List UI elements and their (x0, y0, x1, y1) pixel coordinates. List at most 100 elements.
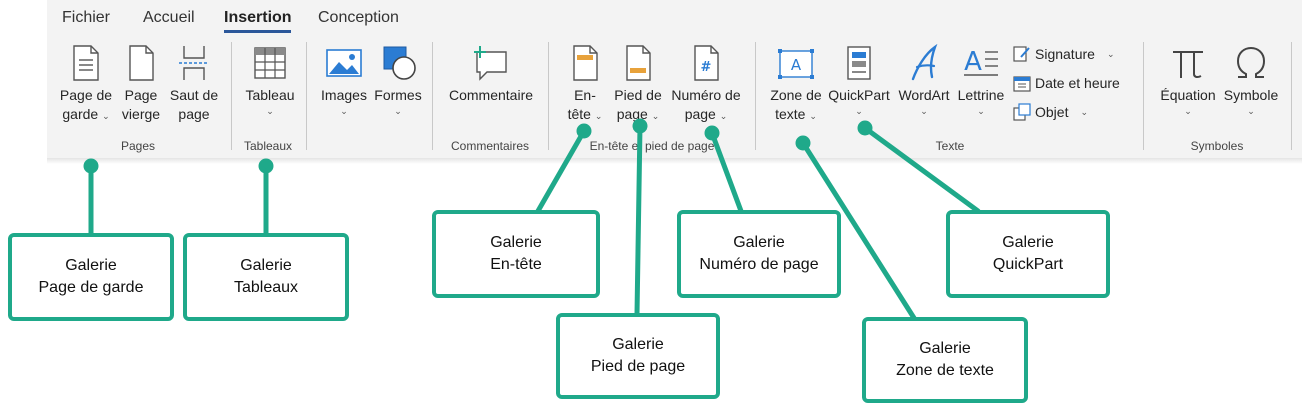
wordart-button[interactable]: WordArt ⌄ (893, 40, 955, 117)
callout-subtitle: En-tête (490, 256, 542, 273)
svg-text:A: A (964, 47, 982, 77)
wordart-label: WordArt (898, 87, 950, 103)
chevron-down-icon: ⌄ (1184, 106, 1192, 116)
group-separator (755, 42, 756, 150)
quickpart-button[interactable]: QuickPart ⌄ (826, 40, 892, 117)
connector-quickpart (862, 125, 981, 214)
wordart-icon (911, 44, 938, 81)
chevron-down-icon: ⌄ (594, 111, 603, 121)
footer-button[interactable]: Pied de page ⌄ (610, 40, 666, 126)
chevron-down-icon: ⌄ (809, 111, 817, 121)
object-button[interactable]: Objet ⌄ (1013, 103, 1088, 121)
tab-accueil[interactable]: Accueil (143, 9, 195, 26)
connector-footer (634, 123, 643, 317)
quickpart-label: QuickPart (828, 87, 890, 103)
textbox-label-2: texte ⌄ (775, 106, 817, 122)
symbol-button[interactable]: Symbole ⌄ (1220, 40, 1282, 117)
chevron-down-icon: ⌄ (651, 111, 660, 121)
tab-fichier[interactable]: Fichier (62, 9, 111, 26)
images-button[interactable]: Images ⌄ (318, 40, 370, 117)
table-button[interactable]: Tableau ⌄ (240, 40, 300, 117)
connector-dot (632, 118, 648, 134)
group-label-tableaux: Tableaux (243, 139, 293, 153)
callout-title: Galerie (1002, 234, 1054, 251)
connector-dot (857, 120, 873, 136)
footer-label-1: Pied de (614, 87, 662, 103)
callout-title: Galerie (65, 257, 117, 274)
calendar-icon (1013, 76, 1031, 92)
group-label-texte: Texte (935, 139, 965, 153)
connector-dot (576, 123, 592, 139)
chevron-down-icon: ⌄ (340, 106, 348, 116)
omega-icon (1236, 46, 1266, 78)
header-icon (573, 45, 598, 81)
image-icon (326, 49, 362, 77)
group-label-commentaires: Commentaires (450, 139, 530, 153)
connector-page-number (709, 130, 744, 214)
comment-icon (474, 46, 507, 81)
callout-subtitle: Numéro de page (699, 256, 819, 273)
callout-title: Galerie (733, 234, 785, 251)
connector-dot (258, 158, 274, 174)
chevron-down-icon: ⌄ (719, 111, 728, 121)
group-separator (1143, 42, 1144, 150)
textbox-label-1: Zone de (770, 87, 822, 103)
connector-dot (704, 125, 720, 141)
svg-text:A: A (791, 56, 802, 74)
object-icon (1013, 103, 1031, 121)
group-separator (231, 42, 232, 150)
footer-icon (626, 45, 651, 81)
tab-conception[interactable]: Conception (318, 9, 399, 26)
table-icon (254, 47, 286, 79)
header-label-1: En- (574, 87, 596, 103)
callout-subtitle: Tableaux (233, 279, 299, 296)
cover-page-button[interactable]: Page de garde ⌄ (57, 40, 115, 126)
blank-page-icon (129, 45, 154, 81)
chevron-down-icon: ⌄ (977, 106, 985, 116)
textbox-button[interactable]: A Zone de texte ⌄ (766, 40, 826, 126)
header-button[interactable]: En- tête ⌄ (565, 40, 605, 126)
connector-dot (795, 135, 811, 151)
header-label-2: tête ⌄ (567, 106, 603, 122)
page-break-label-1: Saut de (169, 87, 219, 103)
chevron-down-icon: ⌄ (266, 106, 274, 116)
dropcap-label: Lettrine (957, 87, 1005, 103)
ribbon-shadow (47, 158, 1302, 164)
page-break-button[interactable]: Saut de page (167, 40, 221, 124)
blank-page-label-1: Page (124, 87, 158, 103)
signature-label: Signature (1035, 46, 1095, 62)
cover-page-label-2: garde ⌄ (62, 106, 110, 122)
tab-insertion[interactable]: Insertion (224, 9, 292, 26)
chevron-down-icon: ⌄ (1080, 106, 1089, 117)
chevron-down-icon: ⌄ (1106, 48, 1115, 59)
page-number-icon: # (694, 45, 719, 81)
comment-button[interactable]: Commentaire (444, 40, 538, 105)
page-number-button[interactable]: # Numéro de page ⌄ (666, 40, 746, 126)
chevron-down-icon: ⌄ (394, 106, 402, 116)
table-label: Tableau (245, 87, 295, 103)
dropcap-button[interactable]: A Lettrine ⌄ (955, 40, 1007, 117)
symbol-label: Symbole (1223, 87, 1279, 103)
blank-page-label-2: vierge (121, 106, 161, 122)
signature-icon (1013, 46, 1030, 62)
blank-page-button[interactable]: Page vierge (118, 40, 164, 124)
callout-quickpart: Galerie QuickPart (946, 210, 1110, 298)
dropcap-icon: A (964, 47, 998, 77)
connector-dot (83, 158, 99, 174)
group-separator (306, 42, 307, 150)
cover-page-label-1: Page de (59, 87, 113, 103)
comment-label: Commentaire (448, 87, 534, 103)
connector-header (535, 128, 587, 214)
shapes-label: Formes (374, 87, 422, 103)
footer-label-2: page ⌄ (616, 106, 660, 122)
page-number-label-2: page ⌄ (684, 106, 728, 122)
signature-button[interactable]: Signature ⌄ (1013, 45, 1114, 63)
shapes-button[interactable]: Formes ⌄ (372, 40, 424, 117)
group-label-header-footer: En-tête et pied de page (589, 139, 715, 153)
pi-icon (1173, 51, 1203, 79)
equation-button[interactable]: Équation ⌄ (1155, 40, 1221, 117)
date-time-button[interactable]: Date et heure (1013, 74, 1120, 92)
page-number-label-1: Numéro de (671, 87, 741, 103)
group-separator (1291, 42, 1292, 150)
